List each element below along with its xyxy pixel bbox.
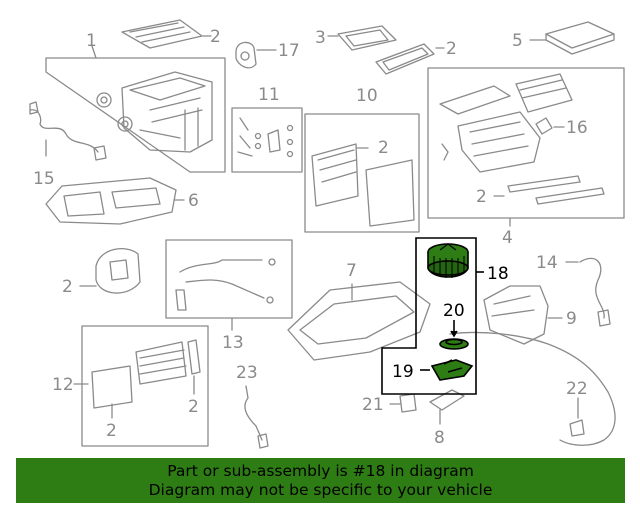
callout-22: 22: [566, 379, 588, 399]
notice-line-part: Part or sub-assembly is #18 in diagram: [167, 462, 474, 480]
group-13-frame: [165, 239, 293, 319]
drain-hose-part-23: [244, 385, 269, 449]
callout-16: 16: [566, 118, 588, 138]
group-4-frame: [427, 67, 625, 219]
callout-13: 13: [222, 333, 244, 353]
hvac-module-housing: [121, 71, 213, 153]
ac-lines-group-13: [165, 239, 293, 331]
callout-10: 10: [356, 86, 378, 106]
callout-11: 11: [258, 85, 280, 105]
cabin-filter-part-5: [529, 21, 615, 55]
bracket-part-8: [429, 389, 465, 425]
clip-part-21: [389, 393, 417, 413]
filter-lid-part: [121, 19, 212, 49]
seal-part-2: [375, 43, 445, 75]
group-12-frame: [81, 325, 209, 447]
lower-case-part-6: [45, 177, 185, 225]
blower-resistor-part-19: [420, 359, 474, 381]
seal-plate-part-2: [79, 248, 141, 294]
callout-5: 5: [512, 31, 523, 51]
sensor-part-17: [235, 41, 277, 69]
main-harness-part-22: [449, 331, 616, 446]
callout-12: 12: [52, 375, 74, 395]
callout-21: 21: [362, 395, 384, 415]
callout-2: 2: [210, 27, 221, 47]
blower-motor: [427, 243, 469, 278]
callout-17: 17: [278, 41, 300, 61]
callout-2: 2: [446, 39, 457, 59]
heater-core-group-12: [73, 325, 209, 447]
callout-14: 14: [536, 253, 558, 273]
callout-19: 19: [392, 362, 414, 382]
duct-part-3: [327, 25, 397, 51]
group-10-frame: [304, 113, 420, 233]
blower-group-frame: [381, 237, 477, 395]
hvac-module-group: [45, 45, 226, 173]
callout-2: 2: [476, 187, 487, 207]
callout-2: 2: [106, 421, 117, 441]
callout-7: 7: [346, 261, 357, 281]
callout-23: 23: [236, 363, 258, 383]
blend-door-actuator-b: [117, 116, 133, 132]
callout-20: 20: [443, 301, 465, 321]
callout-18: 18: [487, 264, 509, 284]
notice-line-disclaimer: Diagram may not be specific to your vehi…: [148, 481, 493, 499]
group-11-frame: [231, 107, 303, 173]
evaporator-group-10: [304, 113, 420, 233]
case-assembly-part-7: [287, 281, 431, 361]
callout-6: 6: [188, 191, 199, 211]
duct-part-9: [483, 285, 563, 345]
blower-assembly-part-18: [381, 237, 484, 395]
callout-8: 8: [434, 428, 445, 448]
callout-4: 4: [502, 228, 513, 248]
diagram-notice-banner: Part or sub-assembly is #18 in diagram D…: [16, 458, 625, 503]
callout-2: 2: [188, 397, 199, 417]
hardware-kit-part-11: [231, 107, 303, 173]
callout-15: 15: [33, 169, 55, 189]
group-1-panel: [45, 57, 226, 173]
callout-3: 3: [315, 28, 326, 48]
wiring-harness-part-15: [29, 101, 107, 161]
upper-case-group-4: [427, 67, 625, 227]
callout-2: 2: [378, 138, 389, 158]
blend-door-actuator-a: [96, 92, 112, 108]
sensor-harness-part-14: [565, 257, 611, 327]
callout-9: 9: [566, 309, 577, 329]
blower-seal-part-20: [439, 320, 469, 350]
callout-2: 2: [62, 277, 73, 297]
callout-1: 1: [86, 31, 97, 51]
